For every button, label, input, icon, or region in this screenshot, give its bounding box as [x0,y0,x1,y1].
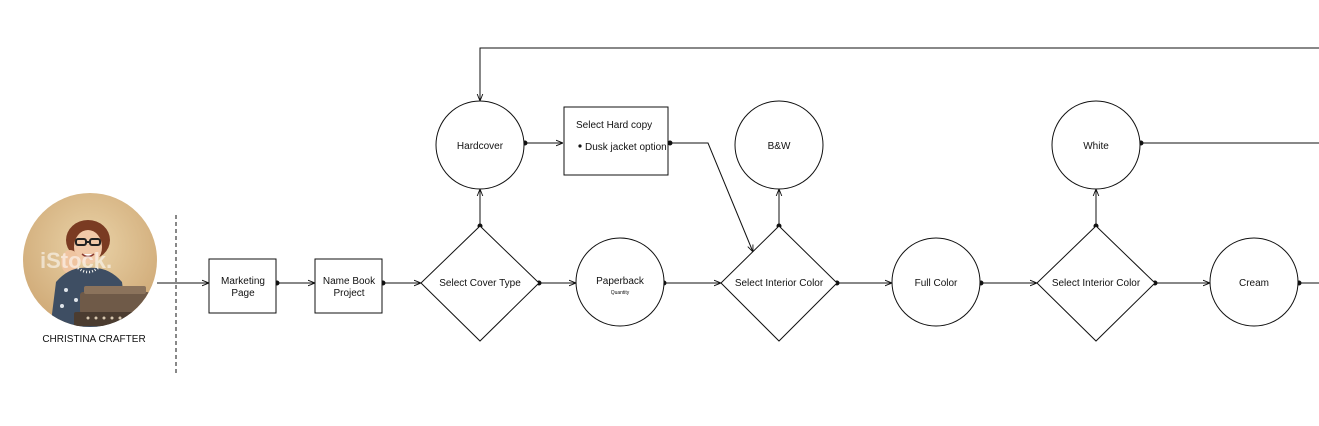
node-select-cover-type: Select Cover Type [420,225,540,342]
node-hardcover: Hardcover [435,100,525,190]
bullet-icon [578,144,582,148]
node-marketing-page: Marketing Page [208,258,277,314]
name-book-project-line2: Project [333,288,364,299]
hardcover-label: Hardcover [457,141,504,152]
white-label: White [1083,141,1109,152]
hard-copy-title: Select Hard copy [576,120,652,131]
node-name-book-project: Name Book Project [314,258,383,314]
cream-label: Cream [1239,278,1269,289]
node-full-color: Full Color [891,237,981,327]
name-book-project-line1: Name Book [323,276,376,287]
node-paperback: Paperback Quantity [575,237,665,327]
node-cream: Cream [1209,237,1299,327]
select-interior-color-2-label: Select Interior Color [1052,278,1141,289]
select-interior-color-1-label: Select Interior Color [735,278,824,289]
bw-label: B&W [768,141,791,152]
hard-copy-bullet: Dusk jacket option [585,142,667,153]
full-color-label: Full Color [915,278,958,289]
node-select-interior-color-1: Select Interior Color [720,225,838,342]
node-bw: B&W [734,100,824,190]
paperback-sublabel: Quantity [611,290,630,296]
paperback-label: Paperback [596,276,645,287]
node-select-hard-copy: Select Hard copy Dusk jacket option [563,106,669,176]
node-white: White [1051,100,1141,190]
select-cover-type-label: Select Cover Type [439,278,521,289]
persona-name: CHRISTINA CRAFTER [42,334,145,345]
connectors [157,47,1319,286]
persona-avatar: iStock. [23,193,157,327]
marketing-page-line1: Marketing [221,276,265,287]
node-select-interior-color-2: Select Interior Color [1036,225,1156,342]
marketing-page-line2: Page [231,288,255,299]
photo-watermark: iStock. [40,248,112,273]
